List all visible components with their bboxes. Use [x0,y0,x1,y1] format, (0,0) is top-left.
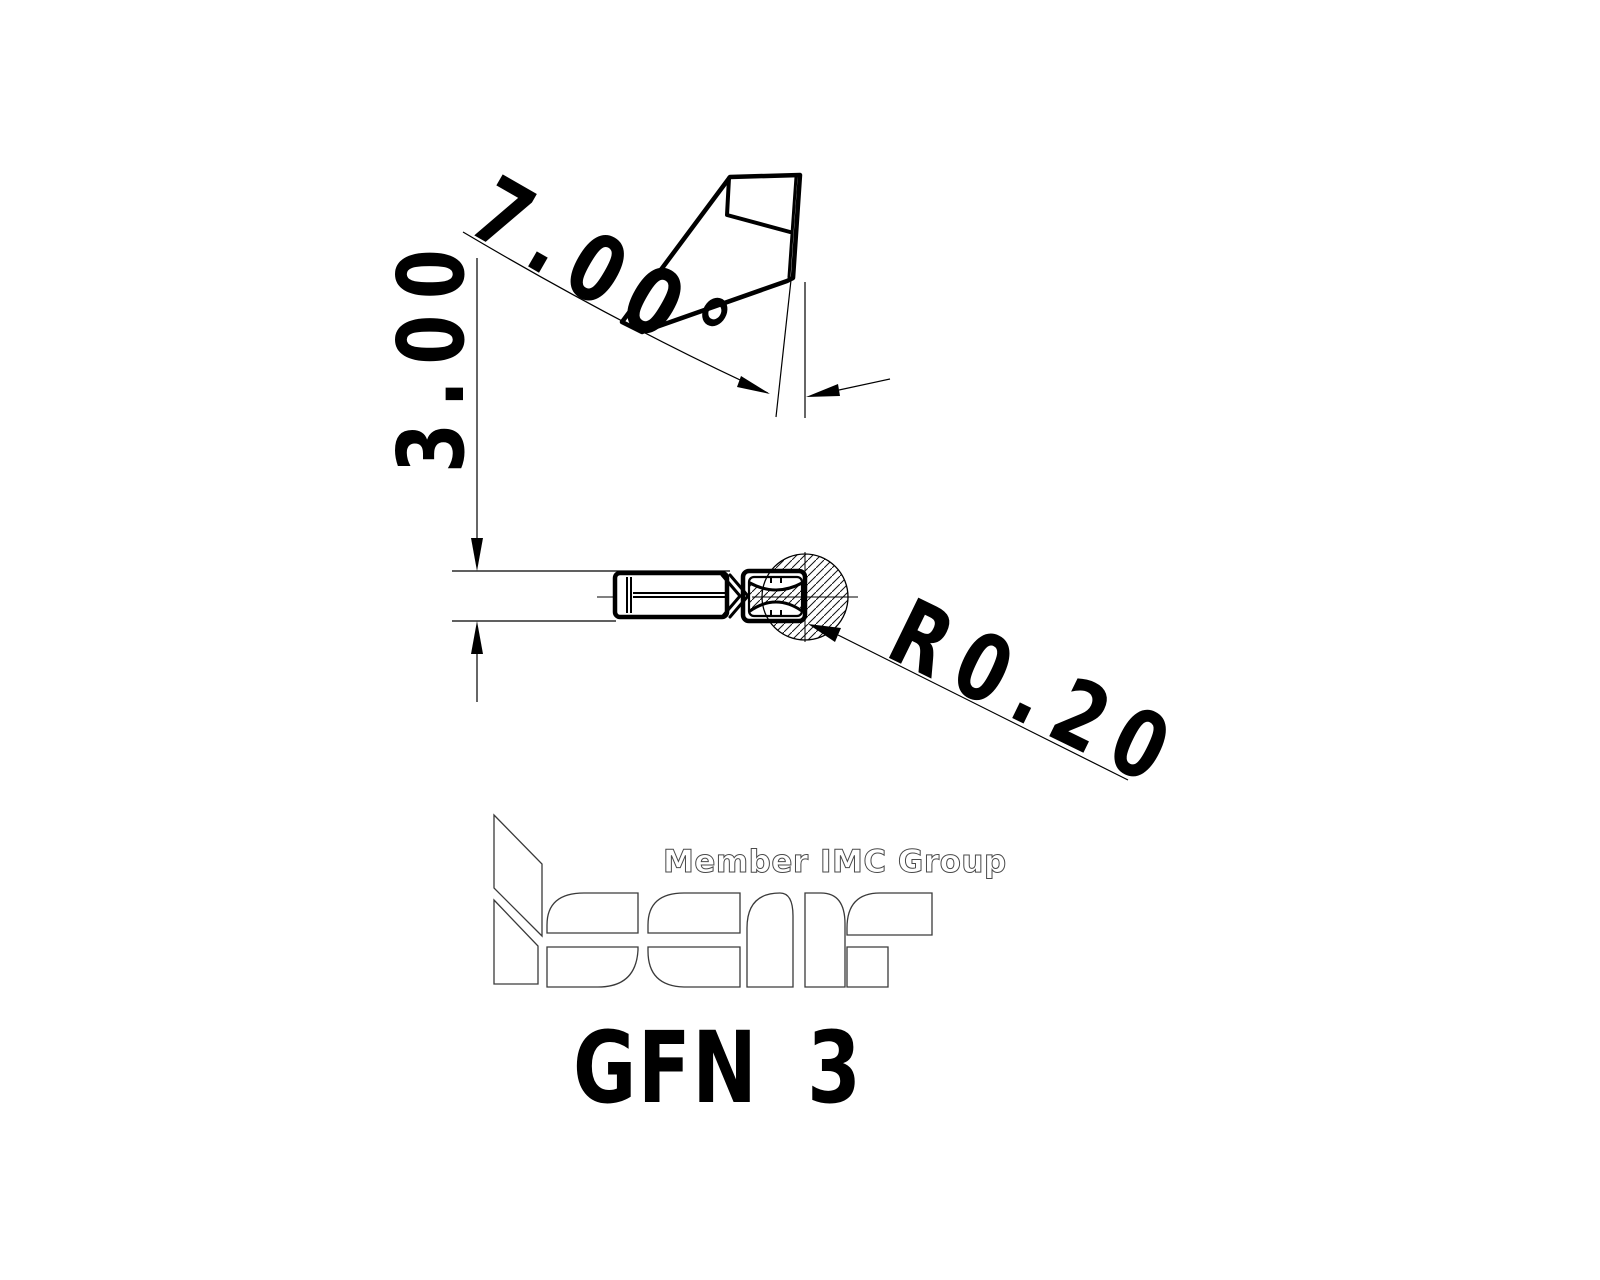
body-end-lines [626,577,632,613]
chip-former-notch [725,176,792,234]
logo-c-top [647,892,741,934]
angle-arrow-tail-line [838,378,891,391]
width-dimension-text: 3.00 [378,234,485,473]
width-arrowhead-up [471,621,483,654]
member-imc-group-text: Member IMC Group [663,844,1007,880]
clamp-chevrons [720,573,750,619]
radius-leader-arrowhead [808,624,841,642]
logo-r-top [846,892,933,936]
logo-s-top [546,892,639,934]
logo-i-flag [493,813,543,938]
iscar-logotype [493,813,933,988]
tip-top-rail-curve [748,581,804,592]
tip-bottom-rail-curve [748,600,804,613]
logo-s-bottom [546,946,639,988]
angle-arrowhead-right [806,384,840,397]
part-number-label: GFN 3 [573,1011,862,1126]
angle-dimension-arc [462,231,769,394]
front-view [597,552,858,642]
width-arrowhead-down [471,538,483,571]
radius-callout: R0.20 [808,579,1199,811]
logo-i-body [493,898,539,985]
logo-a-stem [804,892,846,988]
logo-r-stem [846,946,889,988]
radius-dimension-text: R0.20 [873,579,1199,811]
tip-ridge-ticks [770,577,782,616]
width-dimension: 3.00 [378,234,730,702]
logo-a-arch [746,892,794,988]
logo-c-bottom [647,946,741,988]
angle-dimension: 7.00° [454,157,891,418]
insert-body-outline [612,570,730,620]
body-center-groove-lines [633,592,727,598]
radius-leader-line [837,634,1129,781]
insert-front-face-inner-edge [787,175,798,279]
iscar-logo: Member IMC Group [493,813,1007,988]
detail-circle-crosshairs [752,552,858,642]
angle-extension-line-tilted [775,279,792,418]
angle-arrowhead-left [737,376,770,394]
angle-dimension-text: 7.00° [454,157,759,395]
